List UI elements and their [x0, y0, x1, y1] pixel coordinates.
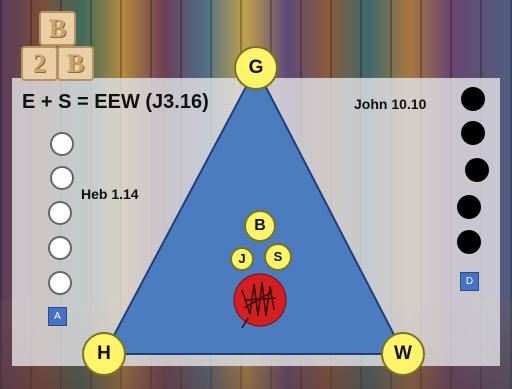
- filled-circle-4: [457, 195, 481, 219]
- vertex-right: W: [381, 332, 425, 376]
- inner-circle-s: S: [264, 243, 292, 271]
- filled-circle-3: [465, 158, 489, 182]
- empty-circle-1: [50, 132, 74, 156]
- reference-right: John 10.10: [354, 96, 427, 112]
- scribbled-red-circle: [233, 273, 287, 329]
- logo-block-left: 2: [21, 46, 58, 81]
- vertex-left: H: [82, 332, 126, 376]
- empty-circle-2: [50, 166, 74, 190]
- formula-title: E + S = EEW (J3.16): [22, 91, 209, 113]
- empty-circle-5: [48, 271, 72, 295]
- tag-a: A: [48, 307, 67, 326]
- filled-circle-2: [461, 121, 485, 145]
- empty-circle-3: [48, 201, 72, 225]
- empty-circle-4: [48, 236, 72, 260]
- filled-circle-5: [457, 230, 481, 254]
- tag-d: D: [460, 272, 479, 291]
- vertex-top: G: [234, 46, 278, 90]
- reference-left: Heb 1.14: [81, 186, 139, 202]
- logo-block-right: B: [57, 46, 94, 81]
- logo-block-top: B: [39, 11, 76, 46]
- inner-circle-j: J: [230, 247, 254, 271]
- filled-circle-1: [461, 87, 485, 111]
- inner-circle-b: B: [244, 210, 276, 242]
